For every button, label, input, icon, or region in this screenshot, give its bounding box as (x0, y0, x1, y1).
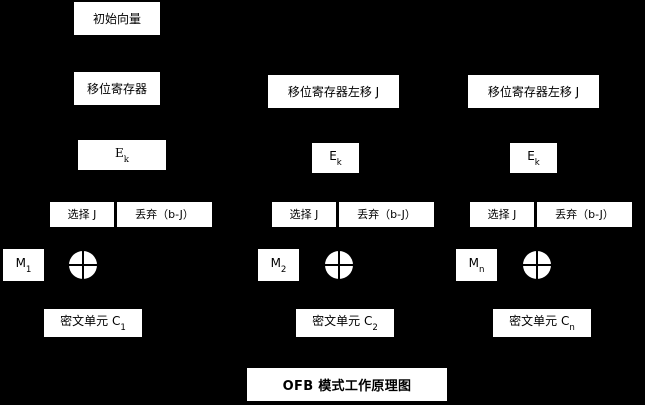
ciphertext-sub-2: 2 (372, 323, 378, 334)
discard-label-2: 丢弃（b-J） (357, 208, 416, 221)
select-box-1: 选择 J (50, 202, 114, 227)
discard-label-1: 丢弃（b-J） (135, 208, 194, 221)
encrypt-box-3: Ek (510, 143, 557, 173)
message-label-2: M2 (270, 255, 287, 276)
encrypt-sub-1: k (123, 155, 129, 166)
shift-register-box-2: 移位寄存器左移 J (268, 75, 399, 108)
ciphertext-label-2: 密文单元 C2 (312, 313, 378, 334)
ciphertext-label-3: 密文单元 Cn (509, 313, 575, 334)
ciphertext-base-3: 密文单元 C (509, 313, 570, 328)
ciphertext-base-2: 密文单元 C (312, 313, 373, 328)
encrypt-sub-3: k (534, 158, 540, 169)
ciphertext-box-3: 密文单元 Cn (493, 309, 591, 337)
discard-box-3: 丢弃（b-J） (537, 202, 632, 227)
shift-register-label-2: 移位寄存器左移 J (287, 84, 380, 99)
message-sub-3: n (478, 265, 485, 276)
select-label-3: 选择 J (487, 208, 517, 221)
encrypt-base-3: E (527, 148, 535, 163)
message-base-3: M (468, 255, 479, 270)
encrypt-box-1: Ek (78, 140, 166, 170)
message-sub-1: 1 (25, 265, 32, 276)
message-box-3: Mn (456, 249, 497, 281)
select-box-3: 选择 J (470, 202, 534, 227)
page-title: OFB 模式工作原理图 (282, 379, 412, 394)
encrypt-sub-2: k (336, 158, 342, 169)
shift-register-label-1: 移位寄存器 (86, 81, 147, 96)
message-base-2: M (270, 255, 281, 270)
select-box-2: 选择 J (272, 202, 336, 227)
initial-vector-box: 初始向量 (74, 2, 160, 35)
shift-register-label-3: 移位寄存器左移 J (487, 84, 580, 99)
encrypt-label-2: Ek (329, 148, 342, 169)
shift-register-box-1: 移位寄存器 (74, 72, 160, 105)
xor-circle-icon-2 (325, 251, 353, 279)
ciphertext-box-2: 密文单元 C2 (296, 309, 394, 337)
discard-label-3: 丢弃（b-J） (555, 208, 614, 221)
message-label-3: Mn (468, 255, 485, 276)
message-sub-2: 2 (280, 265, 287, 276)
encrypt-base-2: E (329, 148, 337, 163)
encrypt-box-2: Ek (312, 143, 359, 173)
message-box-1: M1 (3, 249, 44, 281)
encrypt-label-1: Ek (115, 145, 129, 166)
encrypt-label-3: Ek (527, 148, 540, 169)
xor-circle-icon-3 (523, 251, 551, 279)
ciphertext-box-1: 密文单元 C1 (44, 309, 142, 337)
shift-register-box-3: 移位寄存器左移 J (468, 75, 599, 108)
ciphertext-base-1: 密文单元 C (60, 313, 121, 328)
ciphertext-sub-1: 1 (120, 323, 126, 334)
select-label-1: 选择 J (67, 208, 97, 221)
ciphertext-sub-3: n (569, 323, 575, 334)
initial-vector-label: 初始向量 (92, 11, 141, 26)
discard-box-2: 丢弃（b-J） (339, 202, 434, 227)
encrypt-base-1: E (115, 145, 124, 160)
discard-box-1: 丢弃（b-J） (117, 202, 212, 227)
select-label-2: 选择 J (289, 208, 319, 221)
message-label-1: M1 (15, 255, 32, 276)
ciphertext-label-1: 密文单元 C1 (60, 313, 126, 334)
message-base-1: M (15, 255, 26, 270)
message-box-2: M2 (258, 249, 299, 281)
diagram-title-box: OFB 模式工作原理图 (247, 368, 447, 401)
xor-circle-icon-1 (69, 251, 97, 279)
